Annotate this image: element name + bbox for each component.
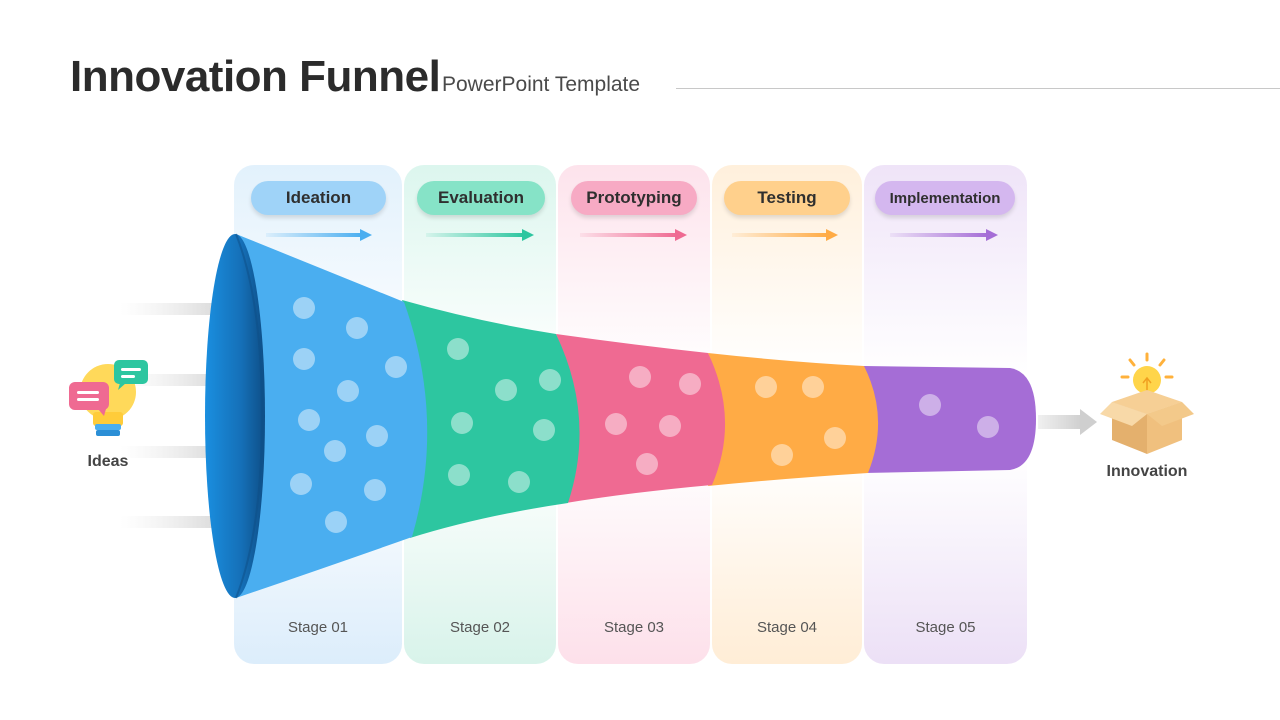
stage-arrow-2 <box>426 229 534 241</box>
stage-label-5: Stage 05 <box>864 619 1027 639</box>
stage-arrow-3 <box>580 229 687 241</box>
idea-bulb-chat-icon <box>69 360 148 436</box>
stage-label-3: Stage 03 <box>558 619 710 639</box>
bulb-in-box-icon <box>1100 354 1194 454</box>
stage-arrow-4 <box>732 229 838 241</box>
output-arrow <box>1038 409 1097 435</box>
funnel-segment-implementation <box>864 366 1036 473</box>
stage-label-4: Stage 04 <box>712 619 862 639</box>
stage-arrow-1 <box>266 229 372 241</box>
input-label: Ideas <box>68 453 148 471</box>
stage-label-1: Stage 01 <box>234 619 402 639</box>
funnel-mouth <box>205 234 265 598</box>
funnel-segment-evaluation <box>402 300 580 538</box>
funnel-segment-testing <box>708 353 878 486</box>
funnel-segment-prototyping <box>556 334 725 503</box>
stage-arrow-5 <box>890 229 998 241</box>
output-label: Innovation <box>1092 463 1202 481</box>
stage-label-2: Stage 02 <box>404 619 556 639</box>
